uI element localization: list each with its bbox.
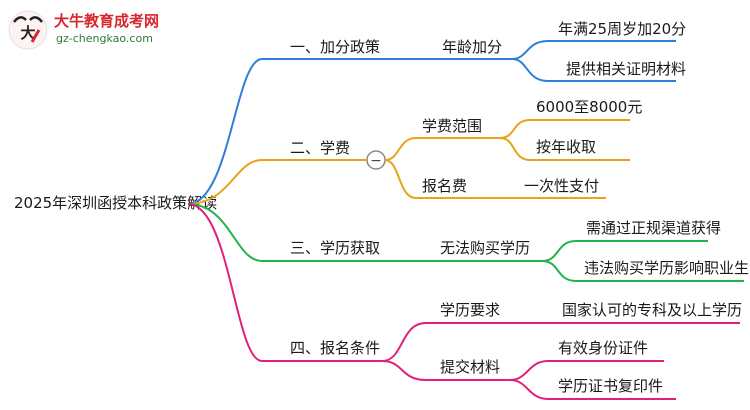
leaf-label-1-1-1[interactable]: 年满25周岁加20分 xyxy=(558,20,686,38)
logo-mascot-icon: 大 xyxy=(8,10,48,50)
leaf-label-2-1-2[interactable]: 按年收取 xyxy=(536,138,596,156)
branch-connector-2 xyxy=(187,159,263,205)
sub-connector-2-2 xyxy=(384,159,417,199)
branch-label-4[interactable]: 四、报名条件 xyxy=(290,339,380,357)
sub-label-2-1[interactable]: 学费范围 xyxy=(422,117,482,135)
sub-label-1-1[interactable]: 年龄加分 xyxy=(442,38,502,56)
sub-label-2-2[interactable]: 报名费 xyxy=(422,177,467,195)
branch-connector-4 xyxy=(187,203,263,362)
branch-label-2[interactable]: 二、学费 xyxy=(290,139,350,157)
leaf-connector-4-2-2 xyxy=(509,379,549,400)
leaf-connector-3-1-2 xyxy=(541,260,577,282)
sub-label-4-2[interactable]: 提交材料 xyxy=(440,358,500,376)
svg-text:大: 大 xyxy=(20,24,35,42)
leaf-label-2-2-1[interactable]: 一次性支付 xyxy=(524,177,599,195)
branch-label-1[interactable]: 一、加分政策 xyxy=(290,38,380,56)
logo-url: gz-chengkao.com xyxy=(56,32,153,45)
leaf-label-4-2-1[interactable]: 有效身份证件 xyxy=(558,339,648,357)
leaf-label-4-2-2[interactable]: 学历证书复印件 xyxy=(558,377,663,395)
site-logo[interactable]: 大 大牛教育成考网 gz-chengkao.com xyxy=(6,8,206,52)
branch-connector-3 xyxy=(187,203,263,262)
leaf-connector-3-1-1 xyxy=(541,240,577,262)
branch-connector-1 xyxy=(187,58,263,205)
collapse-icon: − xyxy=(370,153,382,169)
sub-connector-4-1 xyxy=(381,322,427,362)
leaf-connector-2-1-1 xyxy=(499,119,531,139)
sub-label-3-1[interactable]: 无法购买学历 xyxy=(440,239,530,257)
leaf-connector-1-1-2 xyxy=(511,58,549,82)
sub-connector-4-2 xyxy=(381,360,427,381)
branch-group-3: 三、学历获取 无法购买学历 需通过正规渠道获得 违法购买学历影响职业生涯 xyxy=(187,203,750,282)
leaf-label-2-1-1[interactable]: 6000至8000元 xyxy=(536,98,642,116)
leaf-connector-4-2-1 xyxy=(509,360,549,381)
sub-connector-2-1 xyxy=(384,137,417,161)
branch-group-4: 四、报名条件 学历要求 提交材料 国家认可的专科及以上学历 有效身份证件 学历证… xyxy=(187,203,742,400)
leaf-label-1-1-2[interactable]: 提供相关证明材料 xyxy=(566,60,686,78)
logo-title: 大牛教育成考网 xyxy=(54,12,160,30)
leaf-label-4-1-1[interactable]: 国家认可的专科及以上学历 xyxy=(562,301,742,319)
branch-group-2: 二、学费 − 学费范围 报名费 6000至8000元 按年收取 一次性支付 xyxy=(187,98,642,205)
leaf-label-3-1-1[interactable]: 需通过正规渠道获得 xyxy=(586,219,721,237)
mindmap-root: 2025年深圳函授本科政策解读 xyxy=(14,194,217,212)
leaf-label-3-1-2[interactable]: 违法购买学历影响职业生涯 xyxy=(584,259,750,277)
leaf-connector-2-1-2 xyxy=(499,137,531,161)
sub-label-4-1[interactable]: 学历要求 xyxy=(440,301,500,319)
leaf-connector-1-1-1 xyxy=(511,40,549,60)
branch-group-1: 一、加分政策 年龄加分 年满25周岁加20分 提供相关证明材料 xyxy=(187,20,686,205)
branch-label-3[interactable]: 三、学历获取 xyxy=(290,239,380,257)
